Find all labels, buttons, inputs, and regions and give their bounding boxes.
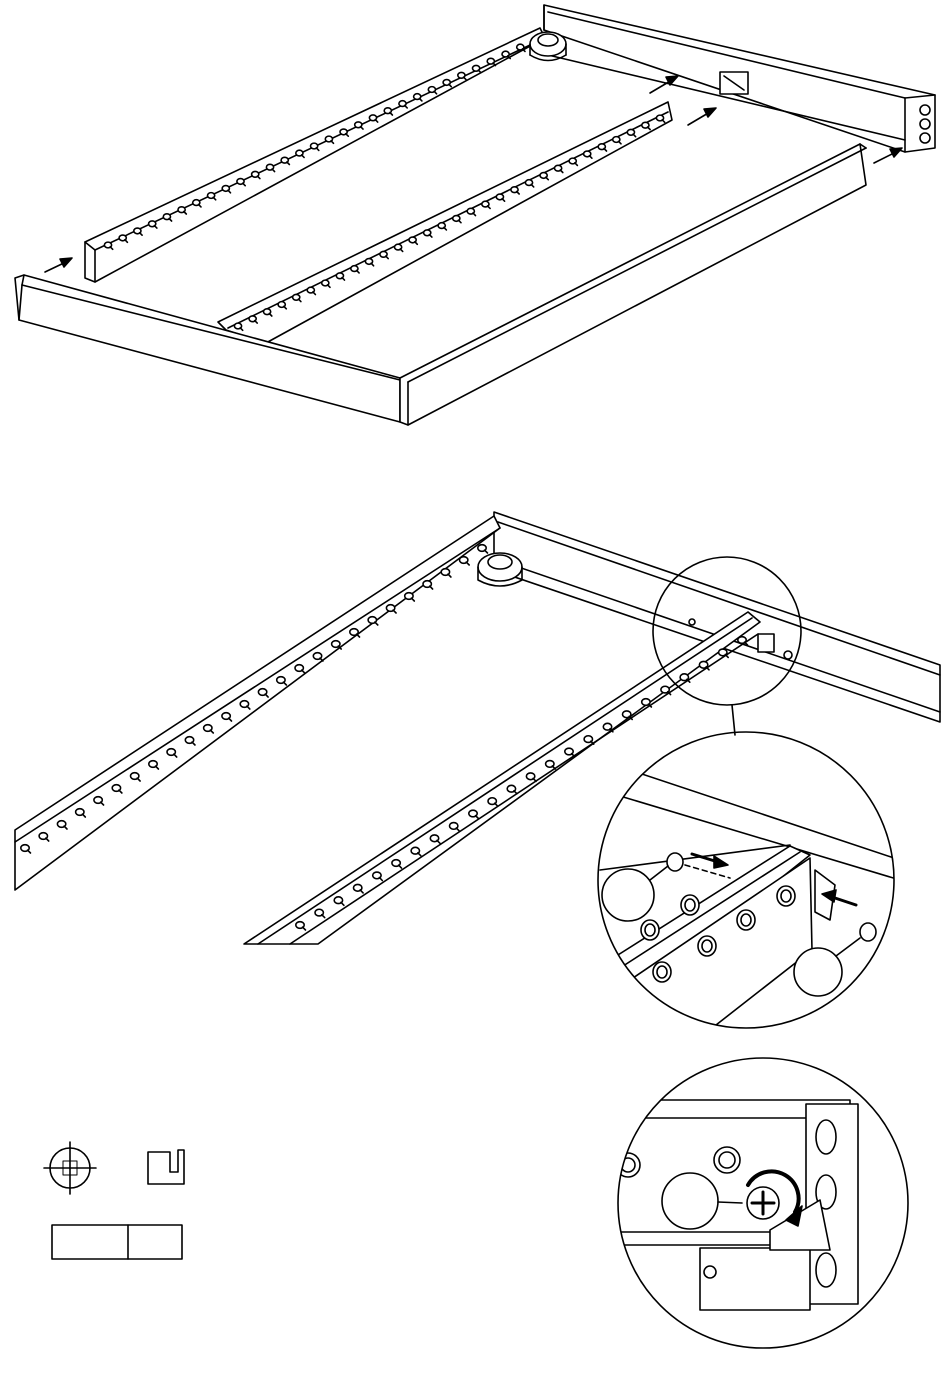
step-screw-detail — [600, 1058, 908, 1348]
peg-screw-icon — [777, 886, 795, 906]
callout-circle — [794, 948, 842, 996]
arrow-icon — [832, 897, 856, 905]
peg-stem — [430, 586, 433, 589]
callout-circle — [662, 1173, 718, 1229]
peg-screw-icon — [681, 895, 699, 915]
arrow-head-icon — [890, 148, 902, 157]
arrow-head-icon — [714, 856, 728, 868]
rail-bracket — [758, 634, 774, 652]
arrow-head-icon — [704, 108, 716, 117]
peg-screw-icon — [698, 936, 716, 956]
corner-connector — [530, 32, 566, 61]
tool-legend — [44, 1142, 184, 1259]
detail-view-rail-bracket — [598, 732, 900, 1100]
frame-rail-top — [494, 512, 940, 722]
back-rail — [544, 5, 935, 152]
peg-stem — [393, 610, 396, 613]
phillips-screwdriver-icon — [44, 1142, 96, 1194]
arrow-head-icon — [60, 258, 72, 267]
peg-stem — [375, 622, 378, 625]
legend-box — [52, 1225, 182, 1259]
corner-connector-step2 — [478, 553, 522, 586]
left-peg-rail — [85, 28, 545, 282]
peg-stem — [485, 550, 488, 553]
callout-circle — [602, 869, 654, 921]
step-frame-exploded — [15, 5, 935, 425]
step-rail-detail — [15, 512, 940, 1100]
peg-stem — [466, 562, 469, 565]
allen-key-icon — [148, 1150, 184, 1184]
front-frame-right — [400, 144, 866, 425]
peg-screw-icon — [641, 920, 659, 940]
peg-screw-icon — [737, 910, 755, 930]
peg-screw-icon — [653, 962, 671, 982]
peg-stem — [448, 574, 451, 577]
peg-stem — [357, 634, 360, 637]
peg-stem — [411, 598, 414, 601]
